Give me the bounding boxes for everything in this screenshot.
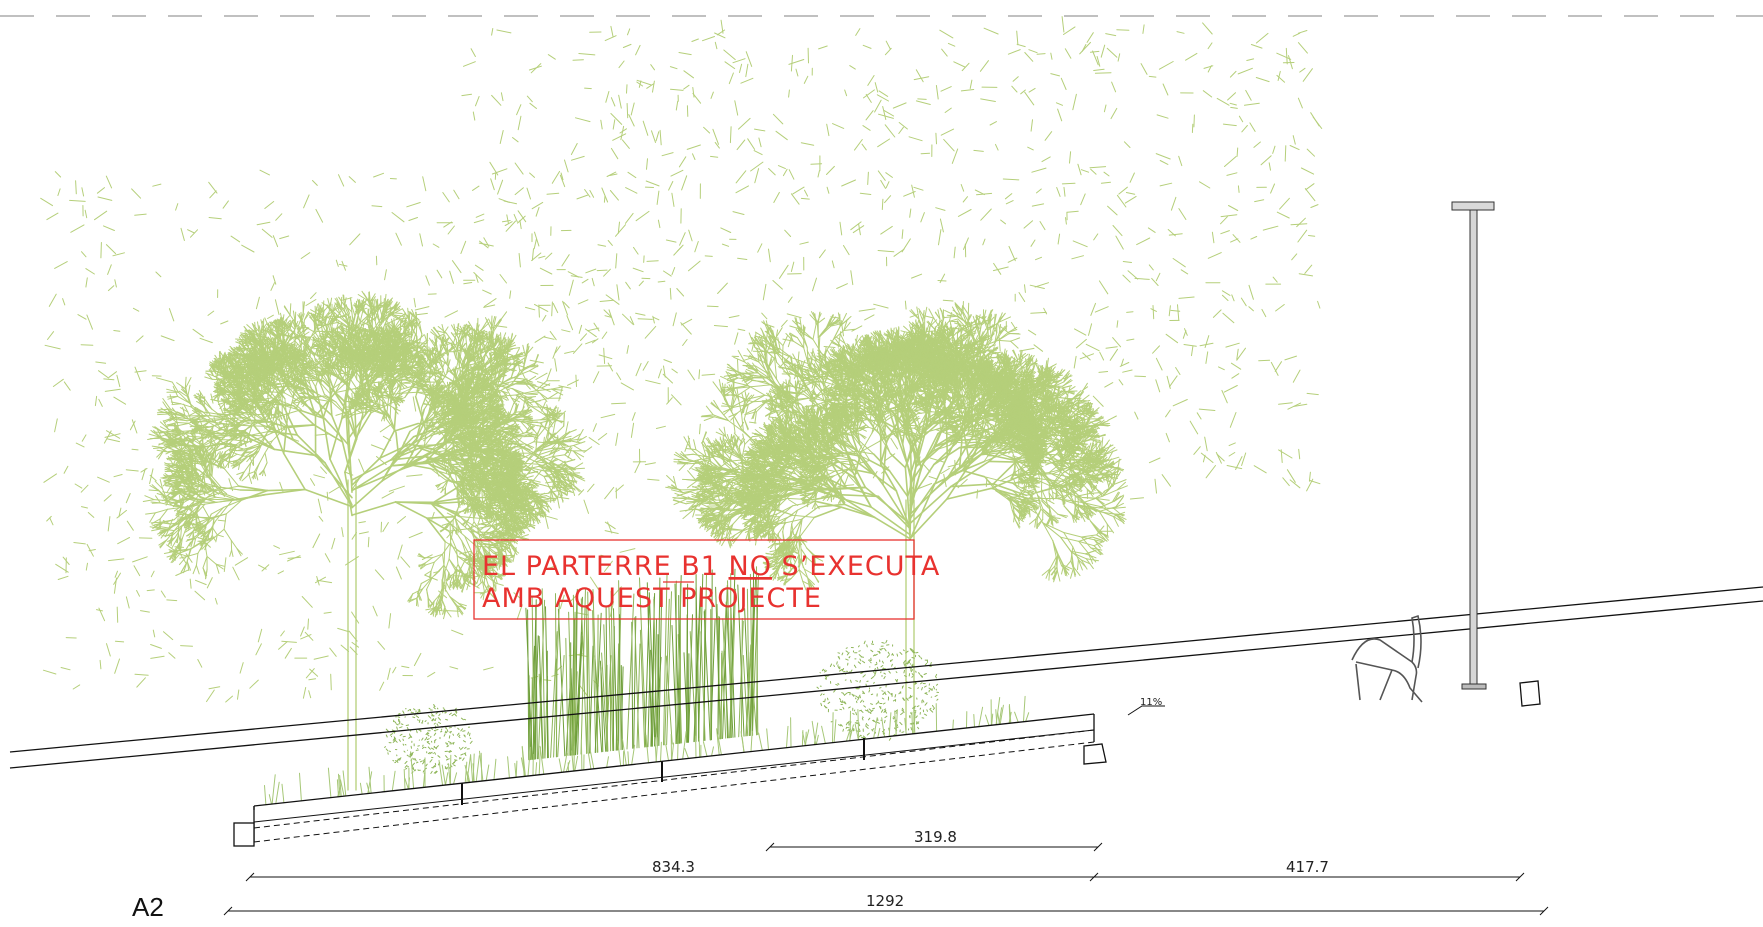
shrub-left	[385, 705, 473, 774]
note-line-1-after: S’EXECUTA	[772, 551, 940, 582]
tree-left	[41, 163, 635, 790]
bench-icon	[1352, 616, 1422, 702]
slope-marker: 11%	[1128, 697, 1165, 715]
dimension-834-3: 834.3	[652, 858, 695, 876]
dimension-319-8: 319.8	[914, 828, 957, 846]
note-line-1-before: EL PARTERRE B1	[482, 551, 729, 582]
note-line-1-emphasis: NO	[729, 551, 772, 582]
dimension-total: 1292	[866, 892, 904, 910]
note-box: EL PARTERRE B1 NO S’EXECUTA AMB AQUEST P…	[474, 540, 940, 619]
slope-label: 11%	[1140, 697, 1162, 708]
dimension-417-7: 417.7	[1286, 858, 1329, 876]
note-line-2: AMB AQUEST PROJECTE	[482, 583, 822, 614]
tree-right	[462, 17, 1322, 730]
section-label: A2	[132, 892, 164, 922]
note-line-1: EL PARTERRE B1 NO S’EXECUTA	[482, 551, 940, 582]
